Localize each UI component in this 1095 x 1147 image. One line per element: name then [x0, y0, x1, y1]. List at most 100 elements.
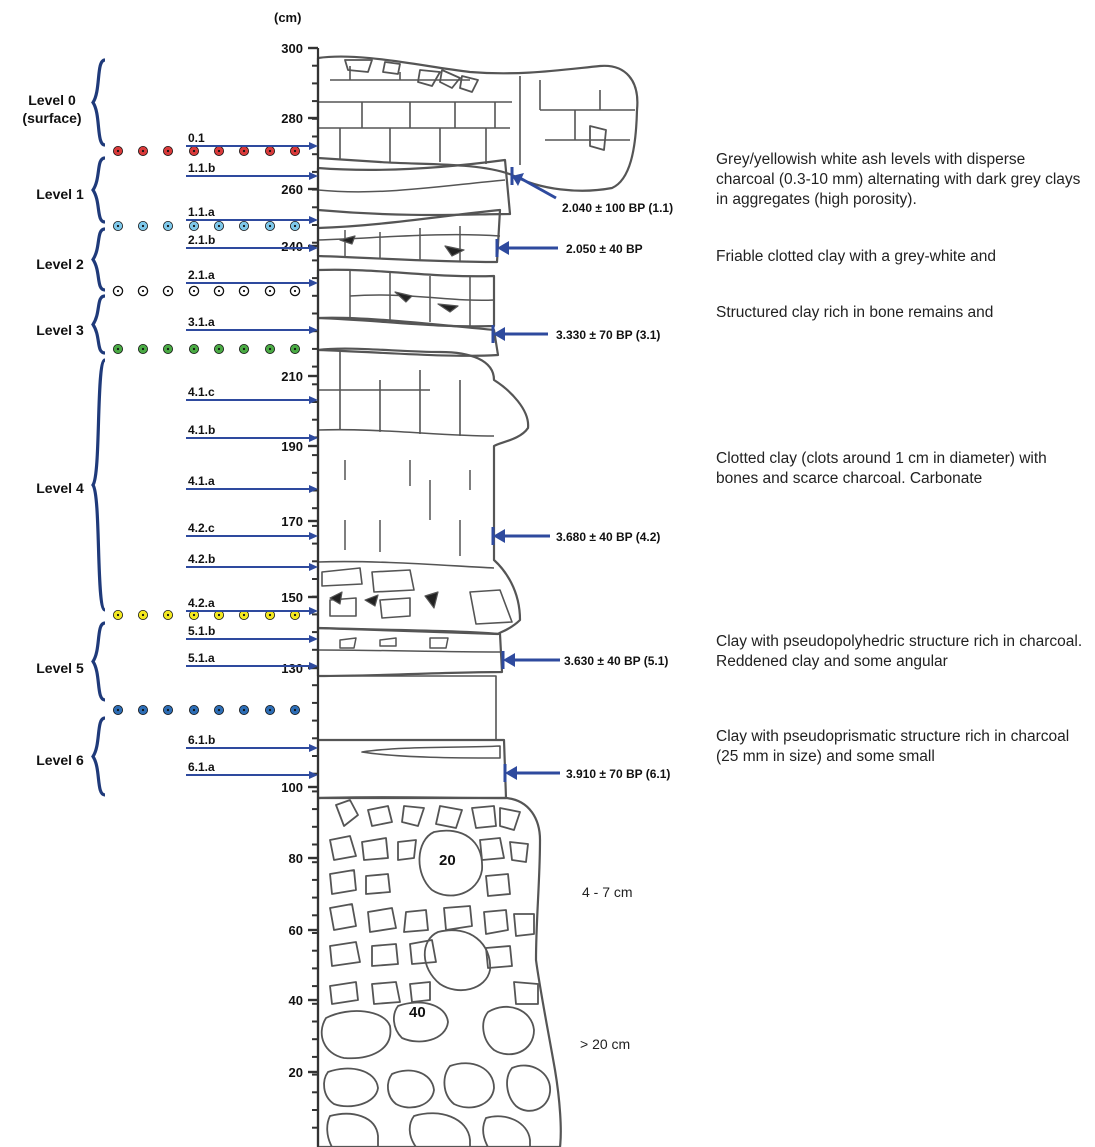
date-label: 2.050 ± 40 BP	[566, 242, 643, 256]
date-arrow-line	[519, 176, 557, 200]
boundary-dot-center	[141, 289, 145, 293]
level-label: Level 5	[36, 660, 84, 676]
sample-arrow-head	[309, 279, 318, 287]
axis-tick-label: 240	[281, 239, 303, 254]
boundary-dot-center	[293, 613, 297, 617]
date-label: 3.910 ± 70 BP (6.1)	[566, 767, 670, 781]
boundary-dot-center	[242, 613, 246, 617]
sample-label: 4.1.b	[188, 423, 215, 437]
sample-label: 4.2.a	[188, 596, 215, 610]
axis-tick-label: 190	[281, 439, 303, 454]
boundary-dot-center	[116, 347, 120, 351]
level-brace	[91, 227, 106, 292]
sample-label: 4.2.c	[188, 521, 215, 535]
boundary-dot-center	[217, 149, 221, 153]
boundary-dot-center	[217, 347, 221, 351]
sample-label: 5.1.b	[188, 624, 215, 638]
sample-arrow-head	[309, 172, 318, 180]
boundary-dot-center	[192, 347, 196, 351]
boundary-dot-center	[192, 708, 196, 712]
boundary-dot-center	[293, 224, 297, 228]
boundary-dot-center	[268, 289, 272, 293]
boundary-dot-center	[166, 708, 170, 712]
sample-arrow-head	[309, 563, 318, 571]
size-label-small: 4 - 7 cm	[582, 884, 633, 900]
level-label: Level 0	[28, 92, 76, 108]
description-level-4: Clotted clay (clots around 1 cm in diame…	[716, 450, 1047, 487]
block-labels: 20 40	[409, 852, 456, 1021]
boundary-dot-center	[116, 149, 120, 153]
boundary-dot-center	[293, 708, 297, 712]
level-brace	[91, 294, 106, 355]
level-brace	[91, 358, 107, 612]
date-arrow-head	[512, 173, 524, 186]
level-brace	[91, 716, 106, 797]
date-arrow-head	[505, 766, 517, 780]
sample-label: 6.1.a	[188, 760, 215, 774]
boundary-dot-center	[192, 289, 196, 293]
sample-label: 4.1.c	[188, 385, 215, 399]
boundary-dot-center	[141, 708, 145, 712]
boundary-dot-center	[166, 347, 170, 351]
boundary-dot-center	[242, 224, 246, 228]
level-label: Level 1	[36, 186, 84, 202]
boundary-dot-center	[116, 289, 120, 293]
level-brace	[91, 156, 106, 224]
axis-tick-label: 210	[281, 369, 303, 384]
level-label: (surface)	[22, 110, 81, 126]
date-label: 3.680 ± 40 BP (4.2)	[556, 530, 660, 544]
description-level-3: Structured clay rich in bone remains and	[716, 304, 994, 321]
sample-label: 3.1.a	[188, 315, 215, 329]
boundary-dot-center	[242, 347, 246, 351]
boundary-dot-center	[166, 613, 170, 617]
boundary-dot-center	[166, 149, 170, 153]
boundary-dot-center	[141, 613, 145, 617]
description-level-2: Friable clotted clay with a grey-white a…	[716, 248, 996, 265]
sample-label: 6.1.b	[188, 733, 215, 747]
axis-tick-label: 100	[281, 780, 303, 795]
axis-unit: (cm)	[274, 10, 301, 25]
boundary-dot-center	[116, 613, 120, 617]
sample-label: 2.1.a	[188, 268, 215, 282]
boundary-markers	[112, 145, 301, 716]
boundary-dot-center	[166, 289, 170, 293]
level-brace	[91, 621, 106, 702]
boundary-dot-center	[242, 289, 246, 293]
radiocarbon-dates: 2.040 ± 100 BP (1.1) 2.050 ± 40 BP 3.330 ±…	[491, 167, 673, 782]
description-level-6: Clay with pseudoprismatic structure rich…	[716, 728, 1070, 765]
sample-arrow-head	[309, 244, 318, 252]
axis-tick-label: 40	[289, 993, 303, 1008]
date-label: 3.330 ± 70 BP (3.1)	[556, 328, 660, 342]
sample-arrow-head	[309, 326, 318, 334]
sample-arrow-head	[309, 396, 318, 404]
boundary-dot-center	[192, 613, 196, 617]
axis-tick-label: 150	[281, 590, 303, 605]
size-label-large: > 20 cm	[580, 1036, 631, 1052]
boundary-dot-center	[217, 708, 221, 712]
boundary-dot-center	[242, 149, 246, 153]
sample-label: 4.1.a	[188, 474, 215, 488]
boundary-dot-center	[268, 613, 272, 617]
boundary-dot-center	[217, 289, 221, 293]
sample-label: 1.1.a	[188, 205, 215, 219]
level-label: Level 4	[36, 480, 84, 496]
boundary-dot-center	[268, 347, 272, 351]
sample-arrow-head	[309, 771, 318, 779]
date-label: 2.040 ± 100 BP (1.1)	[562, 201, 673, 215]
axis-tick-label: 280	[281, 111, 303, 126]
date-arrow-head	[493, 529, 505, 543]
level-brace	[91, 58, 106, 147]
axis-tick-label: 80	[289, 851, 303, 866]
boundary-dot-center	[192, 224, 196, 228]
sample-arrow-head	[309, 532, 318, 540]
sample-arrow-head	[309, 485, 318, 493]
block-label-40: 40	[409, 1004, 426, 1021]
level-label: Level 3	[36, 322, 84, 338]
stratigraphic-column	[316, 55, 639, 1147]
depth-axis: (cm) 30028026024021019017015013010080604…	[274, 10, 320, 1147]
boundary-dot-center	[192, 149, 196, 153]
boundary-dot-center	[217, 224, 221, 228]
boundary-dot-center	[166, 224, 170, 228]
boundary-dot-center	[217, 613, 221, 617]
